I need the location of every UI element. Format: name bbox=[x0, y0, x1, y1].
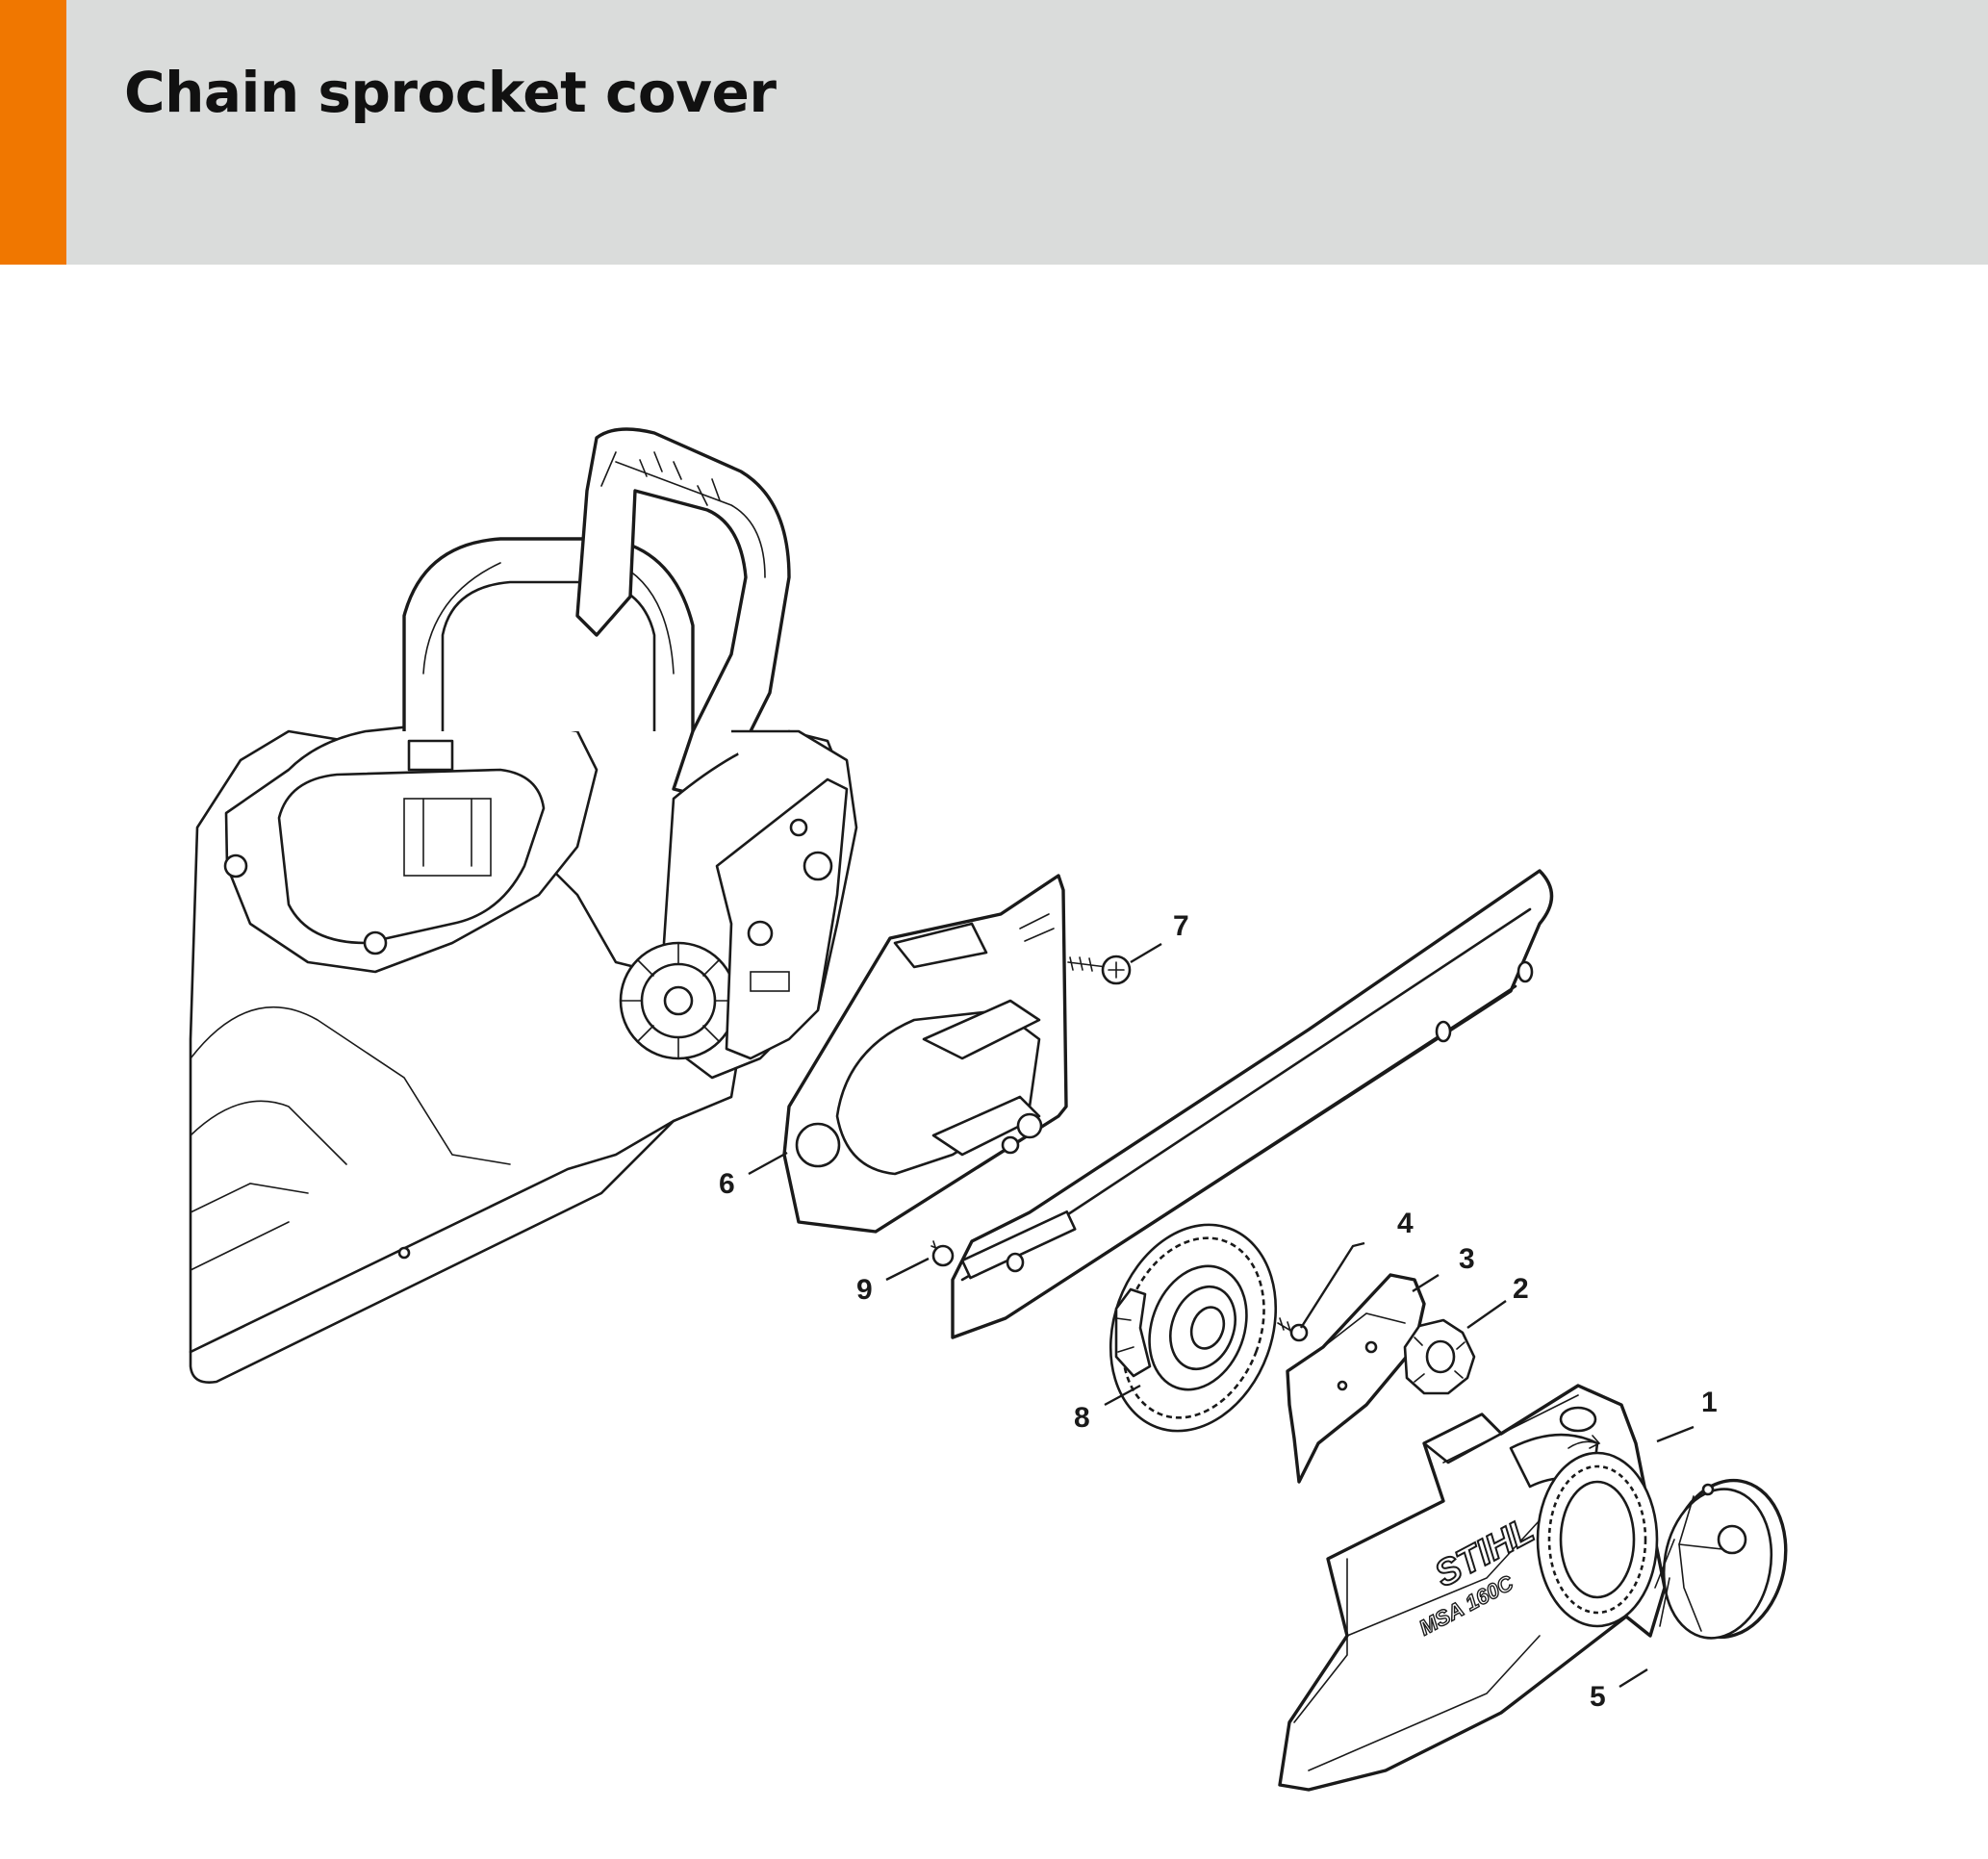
header-bar bbox=[0, 0, 1988, 265]
callout-7: 7 bbox=[1173, 910, 1189, 942]
part-7-screw bbox=[1067, 955, 1132, 985]
part-2-nut bbox=[1403, 1318, 1476, 1395]
part-8-chain-wheel bbox=[1109, 1223, 1278, 1433]
callout-4: 4 bbox=[1397, 1208, 1414, 1239]
accent-stripe bbox=[0, 0, 66, 265]
callout-8: 8 bbox=[1074, 1402, 1090, 1434]
part-9-screw bbox=[930, 1240, 955, 1267]
guide-bar bbox=[951, 869, 1554, 1339]
callout-9: 9 bbox=[856, 1274, 873, 1306]
part-1-sprocket-cover: STIHL MSA 160C bbox=[1278, 1384, 1667, 1792]
callout-1: 1 bbox=[1701, 1387, 1718, 1418]
part-6-guide-plate bbox=[782, 874, 1068, 1234]
part-3-plate bbox=[1286, 1273, 1426, 1484]
callout-6: 6 bbox=[719, 1168, 735, 1200]
callout-5: 5 bbox=[1590, 1681, 1606, 1713]
page-title: Chain sprocket cover bbox=[124, 60, 777, 125]
callout-labels: 1 2 3 4 5 6 7 8 9 bbox=[719, 910, 1718, 1713]
chainsaw-body bbox=[189, 427, 858, 1384]
brake-arrow-icons bbox=[639, 451, 721, 506]
callout-3: 3 bbox=[1459, 1243, 1475, 1275]
part-5-knob-cover bbox=[1654, 1478, 1788, 1640]
part-4-screw bbox=[1277, 1317, 1309, 1342]
callout-2: 2 bbox=[1513, 1273, 1529, 1305]
